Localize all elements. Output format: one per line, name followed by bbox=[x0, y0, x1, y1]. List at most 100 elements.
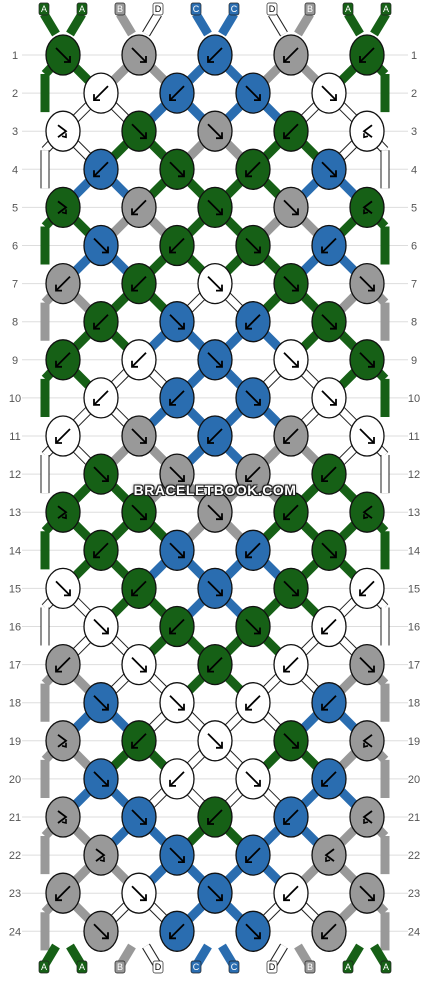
knot-arrow-icon bbox=[245, 161, 261, 178]
string-letter-label: D bbox=[155, 962, 162, 972]
row-number: 11 bbox=[408, 431, 419, 443]
knot-arrow-icon bbox=[207, 504, 223, 521]
string-letter-label: C bbox=[231, 4, 238, 14]
string-letter-swatch bbox=[190, 960, 202, 974]
knot-arrow-icon bbox=[283, 123, 299, 140]
string-letter-swatch bbox=[114, 960, 126, 974]
knot-arrow-icon bbox=[169, 466, 185, 483]
knot-arrow-icon bbox=[131, 656, 147, 673]
knot-arrow-icon bbox=[131, 733, 147, 749]
row-number: 18 bbox=[408, 698, 420, 710]
knot-arrow-icon bbox=[131, 580, 147, 597]
string-letter-swatch bbox=[304, 960, 316, 974]
knot bbox=[349, 110, 385, 152]
knot-arrow-icon bbox=[169, 314, 185, 330]
thread-segment bbox=[142, 12, 162, 36]
row-number: 10 bbox=[408, 393, 420, 405]
row-number: 23 bbox=[9, 888, 21, 900]
string-letter-label: A bbox=[345, 4, 351, 14]
knot-arrow-icon bbox=[55, 885, 71, 902]
knot-arrow-icon bbox=[362, 810, 373, 825]
row-number: 1 bbox=[12, 50, 18, 62]
row-number: 3 bbox=[12, 126, 18, 138]
knot-arrow-icon bbox=[245, 847, 261, 863]
row-number: 15 bbox=[408, 583, 420, 595]
knot-arrow-icon bbox=[362, 200, 373, 215]
string-letter-swatch bbox=[114, 2, 126, 16]
knot-arrow-icon bbox=[359, 656, 375, 673]
string-letter-label: B bbox=[307, 962, 313, 972]
thread-segment bbox=[268, 12, 288, 36]
string-letter-label: B bbox=[117, 4, 123, 14]
row-number: 16 bbox=[408, 622, 420, 634]
knot-arrow-icon bbox=[245, 542, 261, 559]
thread-segment bbox=[116, 11, 136, 37]
row-number: 8 bbox=[12, 317, 18, 329]
string-letter-swatch bbox=[152, 960, 164, 974]
knot-arrow-icon bbox=[245, 390, 261, 406]
row-number: 5 bbox=[12, 202, 18, 214]
row-number: 20 bbox=[408, 774, 420, 786]
row-number: 6 bbox=[12, 241, 18, 253]
row-number: 22 bbox=[408, 850, 420, 862]
knot-arrow-icon bbox=[283, 580, 299, 597]
string-letter-swatch bbox=[76, 960, 88, 974]
knot-arrow-icon bbox=[207, 352, 223, 368]
knot-arrow-icon bbox=[169, 85, 185, 101]
row-number: 2 bbox=[411, 88, 417, 100]
knot-arrow-icon bbox=[321, 314, 337, 330]
knot-arrow-icon bbox=[93, 314, 109, 330]
knot bbox=[311, 834, 347, 876]
string-letter-label: A bbox=[345, 962, 351, 972]
string-letter-swatch bbox=[304, 2, 316, 16]
knot-arrow-icon bbox=[283, 275, 299, 292]
string-letter-label: A bbox=[383, 962, 389, 972]
row-number: 21 bbox=[9, 812, 21, 824]
string-letter-swatch bbox=[38, 2, 50, 16]
string-letter-label: A bbox=[41, 962, 47, 972]
knot-arrow-icon bbox=[93, 618, 109, 635]
row-number: 13 bbox=[408, 507, 420, 519]
knot bbox=[349, 796, 385, 838]
knot bbox=[45, 110, 81, 152]
string-letter-swatch bbox=[266, 960, 278, 974]
row-number: 19 bbox=[9, 736, 21, 748]
row-number: 17 bbox=[9, 660, 21, 672]
knot-arrow-icon bbox=[359, 580, 375, 597]
knot-arrow-icon bbox=[169, 847, 185, 863]
knot-arrow-icon bbox=[283, 656, 299, 673]
string-letter-swatch bbox=[228, 960, 240, 974]
knot-arrow-icon bbox=[55, 275, 71, 292]
row-number: 12 bbox=[408, 469, 420, 481]
row-number: 7 bbox=[411, 279, 417, 291]
knot-arrow-icon bbox=[93, 237, 109, 254]
knot-arrow-icon bbox=[169, 237, 185, 254]
row-number: 11 bbox=[9, 431, 20, 443]
knot-arrow-icon bbox=[55, 428, 71, 444]
thread-segment bbox=[218, 11, 238, 37]
knot-arrow-icon bbox=[93, 695, 109, 711]
row-number: 18 bbox=[9, 698, 21, 710]
row-number: 23 bbox=[408, 888, 420, 900]
knot bbox=[45, 186, 81, 229]
row-number: 21 bbox=[408, 812, 420, 824]
row-number: 14 bbox=[9, 545, 21, 557]
knot-arrow-icon bbox=[169, 618, 185, 635]
thread-segment bbox=[192, 11, 212, 37]
knot-arrow-icon bbox=[321, 771, 337, 787]
thread-segment bbox=[40, 11, 60, 37]
knot-arrow-icon bbox=[245, 466, 261, 483]
row-number: 13 bbox=[9, 507, 21, 519]
string-letter-label: B bbox=[307, 4, 313, 14]
knot-arrow-icon bbox=[169, 923, 185, 940]
knot-arrow-icon bbox=[131, 504, 147, 521]
knot-arrow-icon bbox=[321, 695, 337, 711]
string-letter-label: C bbox=[231, 962, 238, 972]
string-letter-label: C bbox=[193, 4, 200, 14]
string-letter-label: D bbox=[155, 4, 162, 14]
knot-arrow-icon bbox=[169, 695, 185, 711]
knot-arrow-icon bbox=[131, 275, 147, 292]
knot-arrow-icon bbox=[245, 237, 261, 254]
